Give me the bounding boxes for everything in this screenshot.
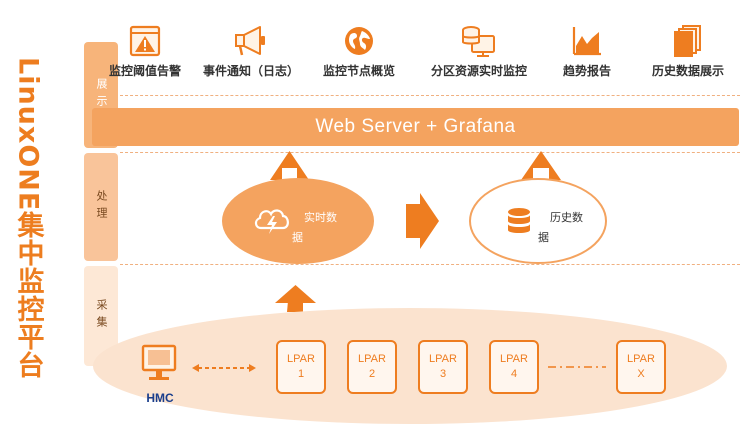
top-item-realtime-monitor-label: 分区资源实时监控 — [430, 64, 527, 78]
up-arrow-collect-head — [275, 285, 316, 303]
lpar-box-2: LPAR 2 — [347, 340, 397, 394]
top-item-event: 事件通知（日志） — [196, 24, 306, 84]
lpar-box-x: LPAR X — [616, 340, 666, 394]
lpar-name: LPAR — [500, 353, 528, 365]
hmc-monitor-icon — [141, 344, 177, 380]
top-item-event-label: 事件通知（日志） — [202, 64, 299, 78]
lpar-name: LPAR — [287, 353, 315, 365]
top-item-overview-label: 监控节点概览 — [322, 64, 395, 78]
realtime-label-line2: 据 — [292, 231, 303, 244]
lpar-number: X — [637, 368, 645, 380]
history-label-line2: 据 — [538, 231, 549, 244]
top-item-trend: 趋势报告 — [552, 24, 622, 84]
globe-icon — [345, 27, 373, 55]
database-icon — [508, 208, 530, 233]
lpar-number: 1 — [297, 368, 305, 380]
area-chart-icon — [572, 27, 601, 56]
top-item-alert: 监控阈值告警 — [100, 24, 190, 84]
collection-area — [93, 308, 727, 424]
realtime-label-line1: 实时数 — [304, 211, 337, 224]
platform-title: LinuxONE集中监控平台 — [12, 56, 44, 380]
realtime-data-node — [222, 178, 374, 264]
history-data-node — [469, 178, 607, 264]
layer-tab-display-label: 展示 — [95, 78, 108, 112]
lpar-name: LPAR — [627, 353, 655, 365]
lpar-box-3: LPAR 3 — [418, 340, 468, 394]
top-item-trend-label: 趋势报告 — [562, 64, 611, 78]
top-item-history: 历史数据展示 — [642, 24, 734, 84]
top-item-alert-label: 监控阈值告警 — [108, 64, 181, 78]
layer-tab-process: 处理 — [84, 153, 118, 261]
top-item-realtime-monitor: 分区资源实时监控 — [418, 24, 540, 84]
separator-line — [120, 264, 740, 265]
cloud-lightning-icon — [254, 209, 289, 234]
lpar-number: 3 — [439, 368, 447, 380]
platform-title-container: LinuxONE集中监控平台 — [8, 28, 48, 408]
up-arrow-collect-stem — [287, 301, 303, 312]
lpar-box-4: LPAR 4 — [489, 340, 539, 394]
lpar-name: LPAR — [358, 353, 386, 365]
hmc-link-left-head — [192, 364, 199, 372]
history-label-line1: 历史数 — [550, 211, 583, 224]
up-arrow-history — [521, 151, 561, 180]
lpar-number: 4 — [510, 368, 518, 380]
warning-window-icon — [129, 25, 161, 57]
layer-tab-process-label: 处理 — [95, 190, 108, 224]
hmc-link-right-head — [249, 364, 256, 372]
database-monitor-icon — [462, 26, 495, 57]
lpar-number: 2 — [368, 368, 376, 380]
history-label: 历史数 据 — [538, 209, 583, 245]
top-item-history-label: 历史数据展示 — [651, 64, 724, 78]
layer-tab-collect-label: 采集 — [95, 299, 108, 333]
hmc-label: HMC — [146, 391, 174, 405]
up-arrow-realtime — [270, 151, 309, 180]
top-item-overview: 监控节点概览 — [314, 24, 404, 84]
megaphone-icon — [235, 26, 265, 56]
right-arrow — [406, 193, 439, 249]
web-server-label: Web Server + Grafana — [315, 116, 516, 137]
separator-line — [120, 152, 740, 153]
separator-line — [120, 95, 740, 96]
web-server-bar: Web Server + Grafana — [92, 108, 739, 146]
lpar-name: LPAR — [429, 353, 457, 365]
realtime-label: 实时数 据 — [292, 209, 337, 245]
lpar-box-1: LPAR 1 — [276, 340, 326, 394]
documents-icon — [674, 25, 701, 57]
